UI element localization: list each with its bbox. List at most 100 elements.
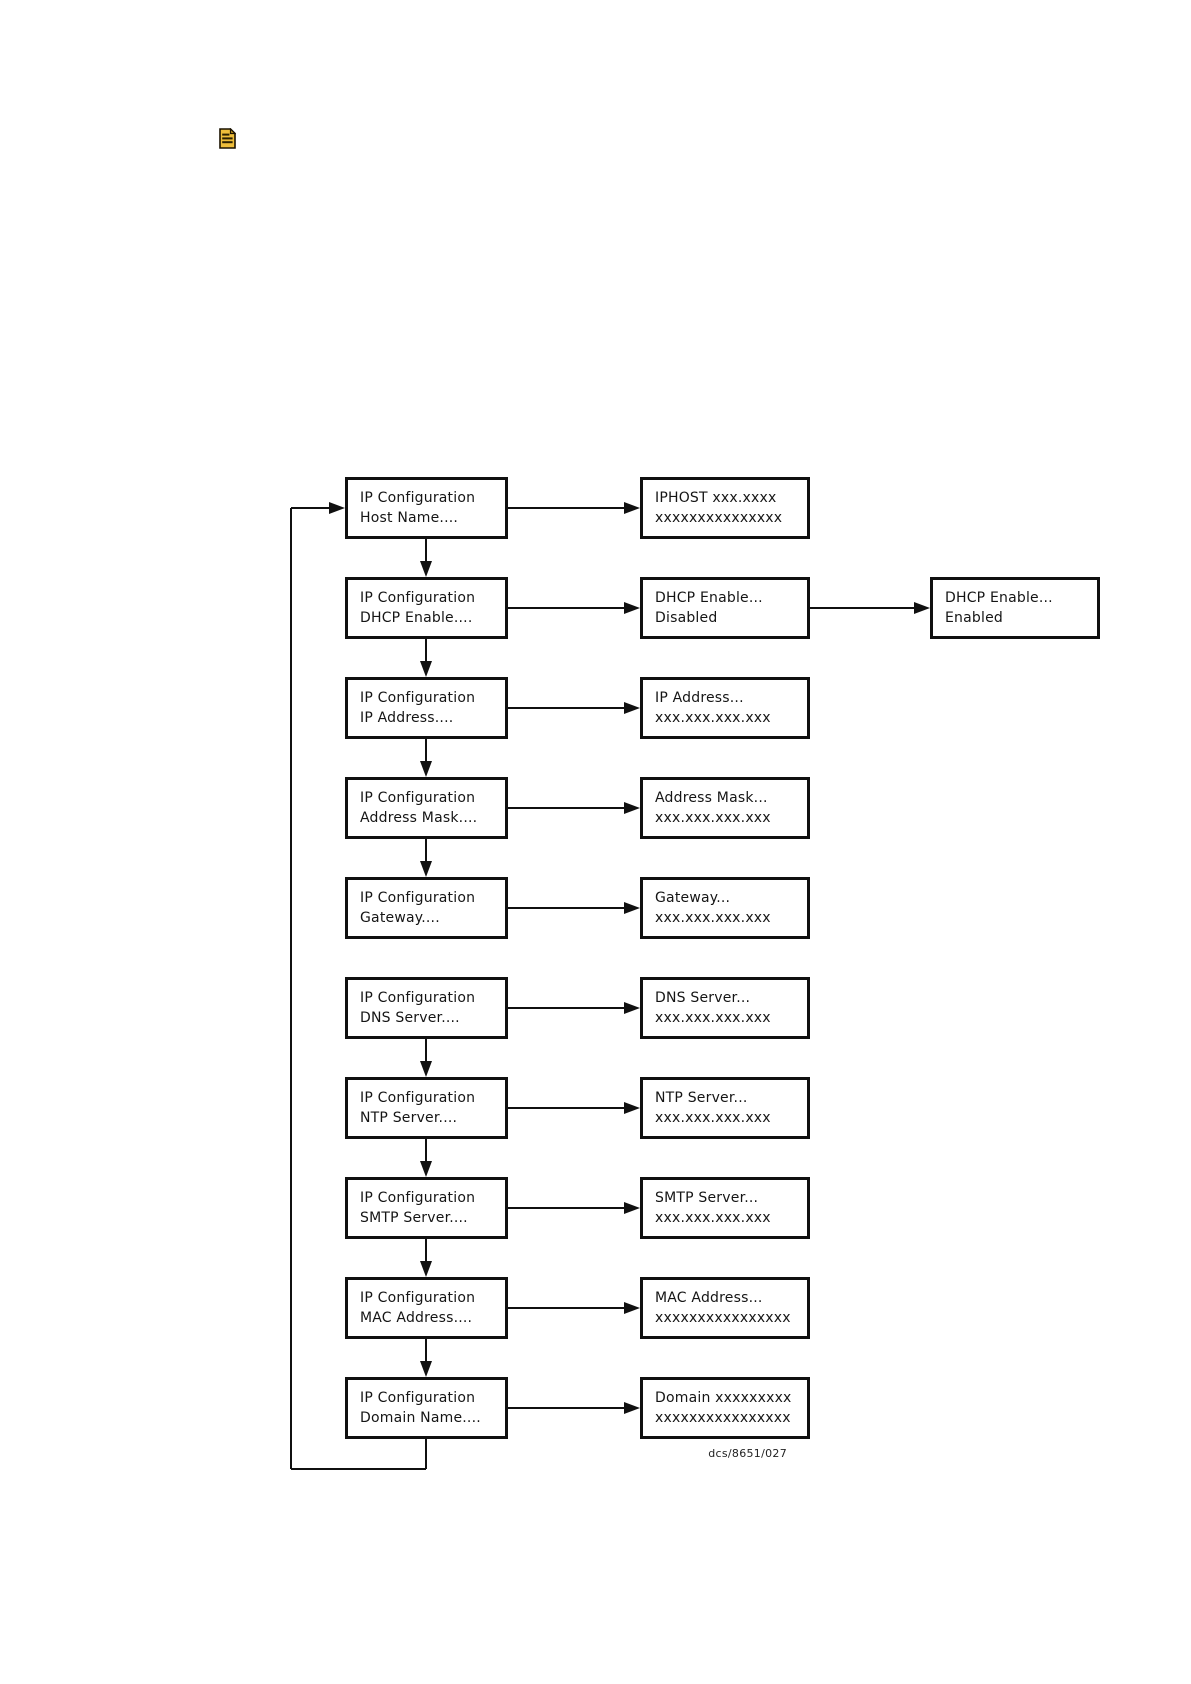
box-line-1: DNS Server... (655, 990, 751, 1006)
box-line-1: IP Configuration (360, 1090, 476, 1106)
box-line-1: MAC Address... (655, 1290, 763, 1306)
box-line-2: xxx.xxx.xxx.xxx (655, 1010, 771, 1026)
connector-row5 (508, 907, 624, 909)
arrowhead-row8 (624, 1202, 640, 1214)
box-line-2: xxx.xxx.xxx.xxx (655, 910, 771, 926)
display-box-row8: SMTP Server... xxx.xxx.xxx.xxx (640, 1177, 810, 1239)
down-connector-row3 (425, 739, 427, 761)
box-line-1: Address Mask... (655, 790, 768, 806)
down-arrowhead-row3 (420, 761, 432, 777)
box-line-2: xxxxxxxxxxxxxxxx (655, 1310, 791, 1326)
box-line-2: xxxxxxxxxxxxxxxx (655, 1410, 791, 1426)
arrowhead-row9 (624, 1302, 640, 1314)
box-line-1: IP Configuration (360, 990, 476, 1006)
menu-box-row7: IP Configuration NTP Server.... (345, 1077, 508, 1139)
box-line-1: IP Configuration (360, 890, 476, 906)
box-line-2: xxx.xxx.xxx.xxx (655, 810, 771, 826)
display-box-row5: Gateway... xxx.xxx.xxx.xxx (640, 877, 810, 939)
down-arrowhead-row2 (420, 661, 432, 677)
arrowhead-row1 (624, 502, 640, 514)
box-line-2: Address Mask.... (360, 810, 478, 826)
display-box-row6: DNS Server... xxx.xxx.xxx.xxx (640, 977, 810, 1039)
loop-line-up (290, 508, 292, 1469)
box-line-1: IP Configuration (360, 1390, 476, 1406)
menu-box-row10: IP Configuration Domain Name.... (345, 1377, 508, 1439)
box-line-1: Domain xxxxxxxxx (655, 1390, 792, 1406)
menu-box-row3: IP Configuration IP Address.... (345, 677, 508, 739)
box-line-1: IP Configuration (360, 490, 476, 506)
connector-row8 (508, 1207, 624, 1209)
display-box-row2-alt: DHCP Enable... Enabled (930, 577, 1100, 639)
box-line-2: Host Name.... (360, 510, 459, 526)
menu-box-row1: IP Configuration Host Name.... (345, 477, 508, 539)
box-line-2: Enabled (945, 610, 1003, 626)
box-line-1: IP Configuration (360, 790, 476, 806)
loop-line-return (291, 507, 329, 509)
box-line-1: NTP Server... (655, 1090, 748, 1106)
arrowhead-row7 (624, 1102, 640, 1114)
down-connector-row1 (425, 539, 427, 561)
down-connector-row7 (425, 1139, 427, 1161)
down-connector-row9 (425, 1339, 427, 1361)
loop-line-bottom (291, 1468, 426, 1470)
display-box-row10: Domain xxxxxxxxx xxxxxxxxxxxxxxxx (640, 1377, 810, 1439)
loop-line-down (425, 1439, 427, 1469)
box-line-2: xxx.xxx.xxx.xxx (655, 1110, 771, 1126)
box-line-1: IP Configuration (360, 690, 476, 706)
down-arrowhead-row6 (420, 1061, 432, 1077)
box-line-2: IP Address.... (360, 710, 454, 726)
display-box-row2: DHCP Enable... Disabled (640, 577, 810, 639)
down-arrowhead-row8 (420, 1261, 432, 1277)
menu-box-row9: IP Configuration MAC Address.... (345, 1277, 508, 1339)
box-line-2: Domain Name.... (360, 1410, 481, 1426)
connector-row2-alt (810, 607, 914, 609)
box-line-1: IP Configuration (360, 1190, 476, 1206)
arrowhead-row2-alt (914, 602, 930, 614)
down-connector-row6 (425, 1039, 427, 1061)
box-line-1: IP Address... (655, 690, 744, 706)
down-connector-row2 (425, 639, 427, 661)
display-box-row3: IP Address... xxx.xxx.xxx.xxx (640, 677, 810, 739)
box-line-1: DHCP Enable... (945, 590, 1053, 606)
arrowhead-row3 (624, 702, 640, 714)
box-line-1: DHCP Enable... (655, 590, 763, 606)
box-line-2: Disabled (655, 610, 718, 626)
connector-row3 (508, 707, 624, 709)
display-box-row1: IPHOST xxx.xxxx xxxxxxxxxxxxxxx (640, 477, 810, 539)
loop-arrowhead (329, 502, 345, 514)
connector-row2 (508, 607, 624, 609)
down-arrowhead-row9 (420, 1361, 432, 1377)
menu-box-row5: IP Configuration Gateway.... (345, 877, 508, 939)
menu-box-row8: IP Configuration SMTP Server.... (345, 1177, 508, 1239)
arrowhead-row2 (624, 602, 640, 614)
arrowhead-row5 (624, 902, 640, 914)
connector-row7 (508, 1107, 624, 1109)
box-line-2: SMTP Server.... (360, 1210, 468, 1226)
down-arrowhead-row7 (420, 1161, 432, 1177)
box-line-1: IPHOST xxx.xxxx (655, 490, 777, 506)
box-line-2: MAC Address.... (360, 1310, 473, 1326)
connector-row6 (508, 1007, 624, 1009)
display-box-row7: NTP Server... xxx.xxx.xxx.xxx (640, 1077, 810, 1139)
connector-row4 (508, 807, 624, 809)
figure-caption: dcs/8651/027 (708, 1447, 787, 1460)
menu-box-row4: IP Configuration Address Mask.... (345, 777, 508, 839)
down-arrowhead-row1 (420, 561, 432, 577)
arrowhead-row4 (624, 802, 640, 814)
box-line-1: Gateway... (655, 890, 731, 906)
down-arrowhead-row4 (420, 861, 432, 877)
arrowhead-row10 (624, 1402, 640, 1414)
connector-row10 (508, 1407, 624, 1409)
connector-row9 (508, 1307, 624, 1309)
connector-row1 (508, 507, 624, 509)
box-line-2: xxxxxxxxxxxxxxx (655, 510, 783, 526)
display-box-row4: Address Mask... xxx.xxx.xxx.xxx (640, 777, 810, 839)
down-connector-row4 (425, 839, 427, 861)
box-line-2: DNS Server.... (360, 1010, 460, 1026)
box-line-2: DHCP Enable.... (360, 610, 473, 626)
menu-box-row6: IP Configuration DNS Server.... (345, 977, 508, 1039)
box-line-1: IP Configuration (360, 590, 476, 606)
box-line-2: Gateway.... (360, 910, 440, 926)
note-icon (219, 128, 236, 149)
